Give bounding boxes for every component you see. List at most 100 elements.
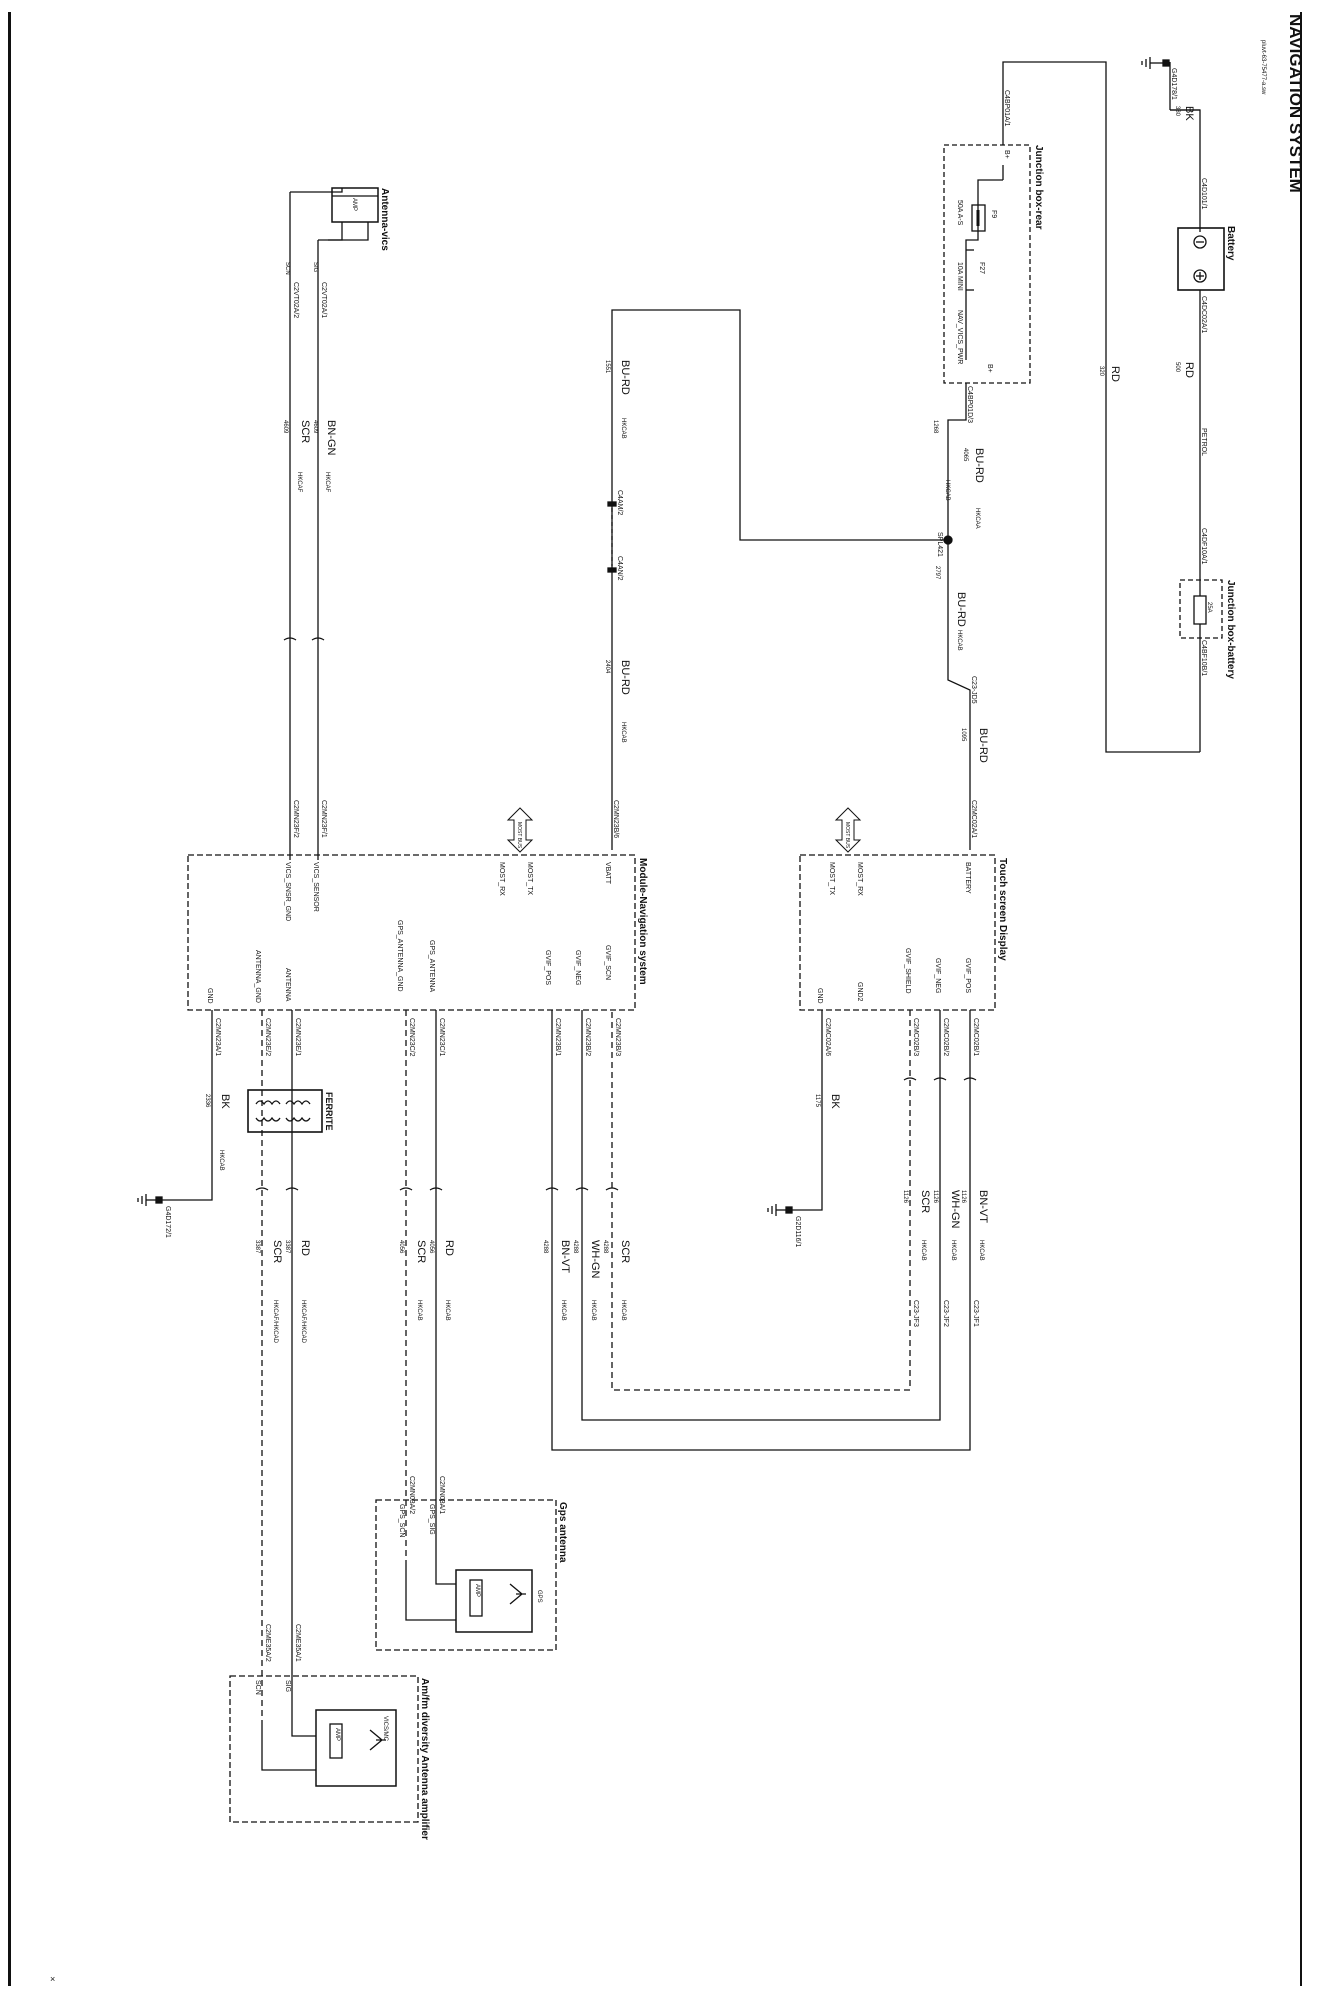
- gvif-pos-loop: [551, 1010, 971, 1451]
- w1551-color: BU-RD: [619, 360, 631, 395]
- amfm-amp-label: Am/fm diversity Antenna amplifier: [419, 1678, 430, 1840]
- junction-box-battery: [1179, 579, 1223, 639]
- page-title: NAVIGATION SYSTEM: [1286, 14, 1305, 193]
- c23jf3-label: C23-JF3: [912, 1300, 919, 1327]
- c4bp01a-label: C4BP01A/1: [1003, 90, 1010, 127]
- w2336-color: BK: [219, 1094, 231, 1109]
- nav-most-rx: MOST_RX: [498, 862, 505, 896]
- w1126b-harness: HKCAB: [950, 1240, 956, 1261]
- w4609a-color: BN-GN: [325, 420, 337, 456]
- c2mn23f1-label: C2MN23F/1: [320, 800, 327, 838]
- f9-rating: 50A A-S: [956, 200, 963, 226]
- w1551-num: 1551: [604, 360, 610, 374]
- c2vt02a2-label: C2VT02A/2: [292, 282, 299, 318]
- c4an2-label: C4AN/2: [616, 556, 623, 581]
- gps-antenna-icon: [509, 1583, 526, 1605]
- gps-amp-text: AMP: [474, 1584, 480, 1597]
- junction-box-rear: [943, 144, 1031, 384]
- w4056b-harness: HKCAB: [416, 1300, 422, 1321]
- w2336-harness: HKCAB: [218, 1150, 224, 1171]
- amfm-antenna-icon: [369, 1729, 386, 1751]
- w380-num: 380: [1174, 106, 1180, 117]
- battery-pos-terminal: [1193, 269, 1207, 283]
- gps-antenna-pin: GPS_ANTENNA: [428, 940, 435, 992]
- c2mn23a1-label: C2MN23A/1: [214, 1018, 221, 1056]
- wire-splice-to-vbatt: [611, 309, 948, 850]
- w1126a-harness: HKCAB: [978, 1240, 984, 1261]
- w4056a-color: RD: [443, 1240, 455, 1256]
- inline-c4an2: [607, 567, 617, 573]
- touch-gnd: GND: [816, 988, 823, 1004]
- module-navigation-system: [187, 854, 636, 1011]
- c2mn03a2-label: C2MN03A/2: [408, 1476, 415, 1514]
- c2mn23e1-label: C2MN23E/1: [294, 1018, 301, 1056]
- c4dc02-label: C4DC02A/1: [1200, 296, 1207, 333]
- w320-num: 320: [1098, 366, 1104, 377]
- w3387b-num: 3387: [254, 1240, 260, 1254]
- w2404-num: 2404: [604, 660, 610, 674]
- w1126a-num: 1126: [960, 1190, 966, 1204]
- amfm-sig-pin: SIG: [284, 1680, 291, 1692]
- vics-scn-pin: SCN: [284, 262, 290, 275]
- wire-bu-rd-2797: [947, 540, 971, 850]
- vicsmc-text: VICS/MC: [382, 1716, 388, 1742]
- w4065-harness: HKCAA: [974, 508, 980, 529]
- w3387a-color: RD: [299, 1240, 311, 1256]
- w4288b-color: WH-GN: [589, 1240, 601, 1279]
- amfm-amp-text: AMP: [334, 1728, 340, 1741]
- jbb-fuse-rating: 25A: [1206, 602, 1212, 613]
- c2mc02a1-label: C2MC02A/1: [970, 800, 977, 838]
- w1126c-color: SCR: [919, 1190, 931, 1213]
- gvif-pos-pin: GVIF_POS: [544, 950, 551, 985]
- c23jf2-label: C23-JF2: [942, 1300, 949, 1327]
- w4609a-harness: HKCAF: [324, 472, 330, 493]
- w2336-num: 2336: [204, 1094, 210, 1108]
- w2404-color: BU-RD: [619, 660, 631, 695]
- w4065-color: BU-RD: [973, 448, 985, 483]
- antenna-vics-body: [331, 187, 379, 223]
- gvif-scn-pin: GVIF_SCN: [604, 945, 611, 980]
- w4609b-color: SCR: [299, 420, 311, 443]
- f27-label: F27: [978, 262, 985, 274]
- vics-snsr-gnd-pin: VICS_SNSR_GND: [284, 862, 291, 921]
- gps-amp-unit: [455, 1569, 533, 1633]
- f27-rating: 10A MINI: [956, 262, 963, 291]
- touch-screen-display: [799, 854, 996, 1011]
- w4609b-harness: HKCAF: [296, 472, 302, 493]
- c4df10-label: C4DF10A/1: [1200, 528, 1207, 565]
- w380-color: BK: [1183, 106, 1195, 121]
- gvif-neg-pin: GVIF_NEG: [574, 950, 581, 985]
- module-nav-label: Module-Navigation system: [637, 858, 648, 985]
- rotated-schematic: NAVIGATION SYSTEM pluvt-63-75477-a.sw × …: [50, 14, 1305, 1984]
- touch-most-rx: MOST_RX: [856, 862, 863, 896]
- w3387b-color: SCR: [271, 1240, 283, 1263]
- vbatt-pin: VBATT: [604, 862, 611, 885]
- w4056b-color: SCR: [415, 1240, 427, 1263]
- ground-g2d116-connector: [785, 1206, 793, 1214]
- w2797-harness: HKCAB: [956, 630, 962, 651]
- jbr-b-plus-2: B+: [986, 364, 993, 373]
- antenna-vics-label: Antenna-vics: [379, 188, 390, 251]
- battery-neg-terminal: [1193, 235, 1207, 249]
- wire-bu-rd-4065: [947, 383, 967, 540]
- gps-text: GPS: [536, 1590, 542, 1603]
- ground-g4d178-connector: [1162, 59, 1170, 67]
- jb-rear-label: Junction box-rear: [1033, 145, 1044, 230]
- nav-most-bus-arrow: [506, 807, 534, 853]
- touch-gvif-pos: GVIF_POS: [964, 958, 971, 993]
- w500-color: RD: [1183, 362, 1195, 378]
- w1126b-color: WH-GN: [949, 1190, 961, 1229]
- w4288b-harness: HKCAB: [590, 1300, 596, 1321]
- touch-most-tx: MOST_TX: [828, 862, 835, 895]
- w4065-num: 4065: [962, 448, 968, 462]
- c2me35a2-label: C2ME35A/2: [264, 1624, 271, 1662]
- c2vt02a1-label: C2VT02A/1: [320, 282, 327, 318]
- c2mc02b3-label: C2MC02B/3: [912, 1018, 919, 1056]
- c2mc02b1-label: C2MC02B/1: [972, 1018, 979, 1056]
- w1126a-color: BN-VT: [977, 1190, 989, 1223]
- touch-most-bus-arrow: [834, 807, 862, 853]
- w3387b-harness: HKCAF/HKCAD: [272, 1300, 278, 1344]
- w1268-num: 1268: [932, 420, 938, 434]
- gps-scn-pin: GPS_SCN: [398, 1504, 405, 1537]
